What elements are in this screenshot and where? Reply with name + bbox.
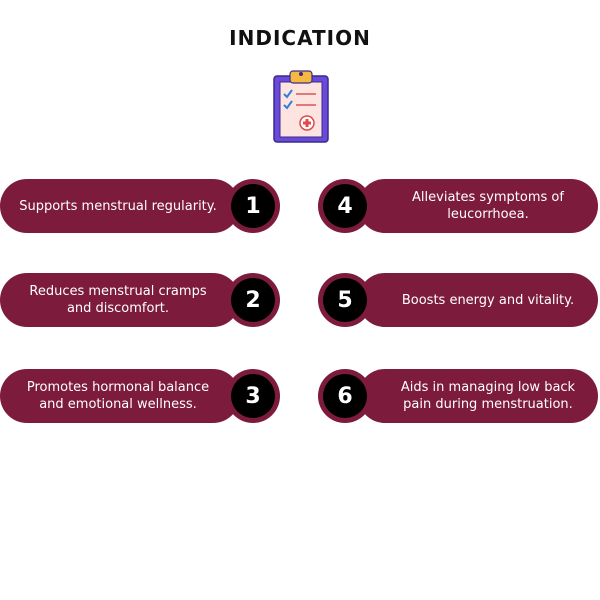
item-text: Aids in managing low back pain during me… xyxy=(400,380,576,412)
item-text: Reduces menstrual cramps and discomfort. xyxy=(29,284,207,316)
indication-item-3: 3 Promotes hormonal balance and emotiona… xyxy=(0,369,280,423)
indication-item-4: 4 Alleviates symptoms of leucorrhoea. xyxy=(318,179,598,233)
number-badge: 2 xyxy=(226,273,280,327)
indication-item-6: 6 Aids in managing low back pain during … xyxy=(318,369,598,423)
clipboard-checklist-icon xyxy=(270,68,332,144)
item-pill xyxy=(358,179,598,233)
item-pill xyxy=(358,369,598,423)
item-pill xyxy=(0,273,240,327)
item-text: Alleviates symptoms of leucorrhoea. xyxy=(412,190,564,222)
item-number: 5 xyxy=(323,278,367,322)
number-badge: 5 xyxy=(318,273,372,327)
item-number: 4 xyxy=(323,184,367,228)
item-number: 3 xyxy=(231,374,275,418)
item-text: Boosts energy and vitality. xyxy=(401,292,575,308)
item-pill xyxy=(0,179,240,233)
item-text: Promotes hormonal balance and emotional … xyxy=(26,380,210,412)
page-title: INDICATION xyxy=(229,26,371,50)
indication-item-1: 1 Supports menstrual regularity. xyxy=(0,179,280,233)
item-text: Supports menstrual regularity. xyxy=(19,198,217,214)
item-number: 6 xyxy=(323,374,367,418)
number-badge: 6 xyxy=(318,369,372,423)
item-number: 2 xyxy=(231,278,275,322)
indication-item-5: 5 Boosts energy and vitality. xyxy=(318,273,598,327)
number-badge: 3 xyxy=(226,369,280,423)
number-badge: 1 xyxy=(226,179,280,233)
item-pill xyxy=(358,273,598,327)
number-badge: 4 xyxy=(318,179,372,233)
item-pill xyxy=(0,369,240,423)
item-number: 1 xyxy=(231,184,275,228)
indication-item-2: 2 Reduces menstrual cramps and discomfor… xyxy=(0,273,280,327)
